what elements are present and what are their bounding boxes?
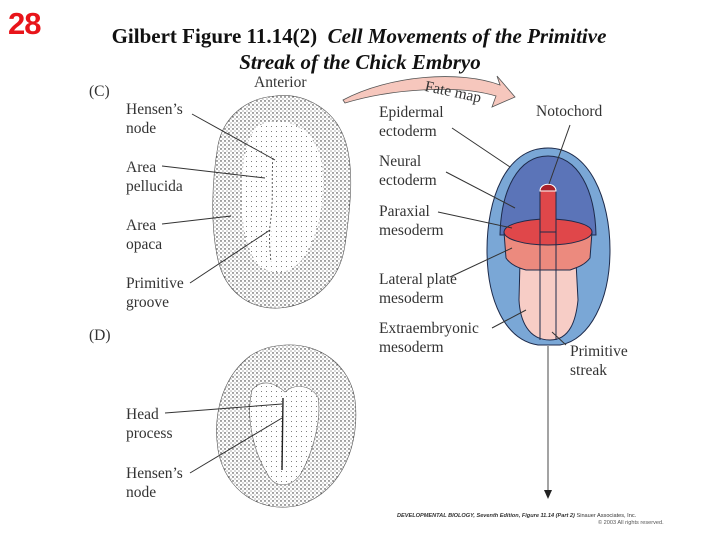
leader-notochord — [548, 124, 571, 185]
embryo-d-drawing — [164, 344, 357, 508]
area-pellucida-c — [241, 121, 324, 273]
figure-title-line2: Streak of the Chick Embryo — [0, 50, 720, 75]
leader-hensens-node-d — [189, 417, 283, 474]
figure-title-plain: Gilbert Figure 11.14(2) — [111, 24, 318, 48]
leader-lateral — [449, 247, 513, 278]
embryo-c-drawing — [161, 95, 352, 309]
figure-title-line1: Gilbert Figure 11.14(2) Cell Movements o… — [0, 24, 719, 49]
leader-extraembryonic — [491, 309, 527, 329]
notochord-region — [539, 189, 557, 233]
figure-title-italic-2: Streak of the Chick Embryo — [239, 50, 481, 74]
leader-head-process — [164, 403, 283, 414]
anterior-label: Anterior — [254, 74, 307, 91]
notochord-tip — [539, 183, 557, 192]
credit-book: DEVELOPMENTAL BIOLOGY, Seventh Edition, … — [397, 513, 575, 519]
extraembryonic-mesoderm-region — [518, 261, 579, 341]
panel-c-tag: (C) — [89, 83, 110, 100]
figure-title-italic: Cell Movements of the Primitive — [327, 24, 607, 48]
fate-map-diagram — [437, 124, 611, 499]
leader-area-pellucida — [161, 165, 266, 179]
fate-map-arrow — [342, 75, 516, 108]
leader-neural — [445, 171, 516, 209]
leader-primitive-groove — [189, 229, 271, 284]
head-process-d — [281, 397, 284, 471]
slide-number: 28 — [8, 6, 41, 41]
leader-epidermal — [451, 127, 511, 168]
credit-publisher: Sinauer Associates, Inc. — [576, 513, 637, 519]
area-pellucida-d — [249, 382, 320, 486]
label-notochord: Notochord — [536, 103, 603, 120]
panel-d-tag: (D) — [89, 327, 111, 344]
leader-area-opaca — [161, 215, 232, 225]
posterior-axis-arrowhead — [544, 490, 552, 499]
leader-primitive-streak — [551, 331, 567, 346]
leader-paraxial — [437, 211, 513, 229]
primitive-groove-c — [267, 157, 275, 263]
credit-copyright: © 2003 All rights reserved. — [598, 520, 664, 526]
leader-hensens-node-c — [191, 113, 276, 161]
figure-credit: DEVELOPMENTAL BIOLOGY, Seventh Edition, … — [397, 513, 636, 519]
